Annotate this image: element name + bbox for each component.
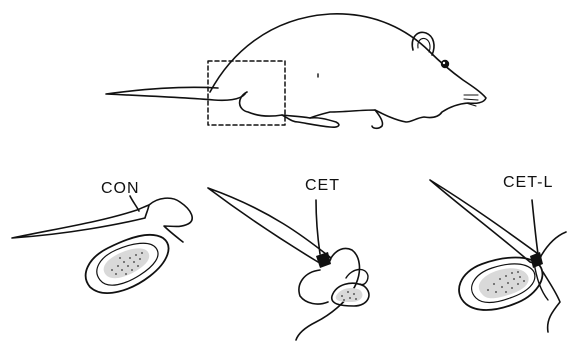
cetl-tail (430, 180, 541, 263)
con-label-leader (130, 196, 139, 211)
mouse-eye (441, 60, 449, 68)
panel-con (12, 196, 192, 293)
cetl-body-contour (541, 232, 566, 332)
label-cetl: CET-L (503, 175, 553, 191)
cetl-label-leader (532, 200, 538, 254)
con-tail (12, 205, 149, 238)
cet-testis (336, 288, 363, 302)
panel-cet (208, 188, 369, 340)
mouse-whiskers (464, 95, 478, 106)
mouse-drawing (106, 14, 486, 128)
cet-thigh (299, 270, 328, 304)
label-cet: CET (305, 178, 340, 194)
panel-cetl (430, 180, 566, 332)
mouse-tail (106, 87, 245, 100)
mouse-hind-leg (240, 92, 339, 127)
cet-tail (208, 188, 331, 263)
mouse-eye-highlight (443, 62, 445, 64)
label-con: CON (101, 181, 140, 197)
mouse-ear (412, 32, 434, 55)
cet-fixation-mark (316, 252, 331, 268)
